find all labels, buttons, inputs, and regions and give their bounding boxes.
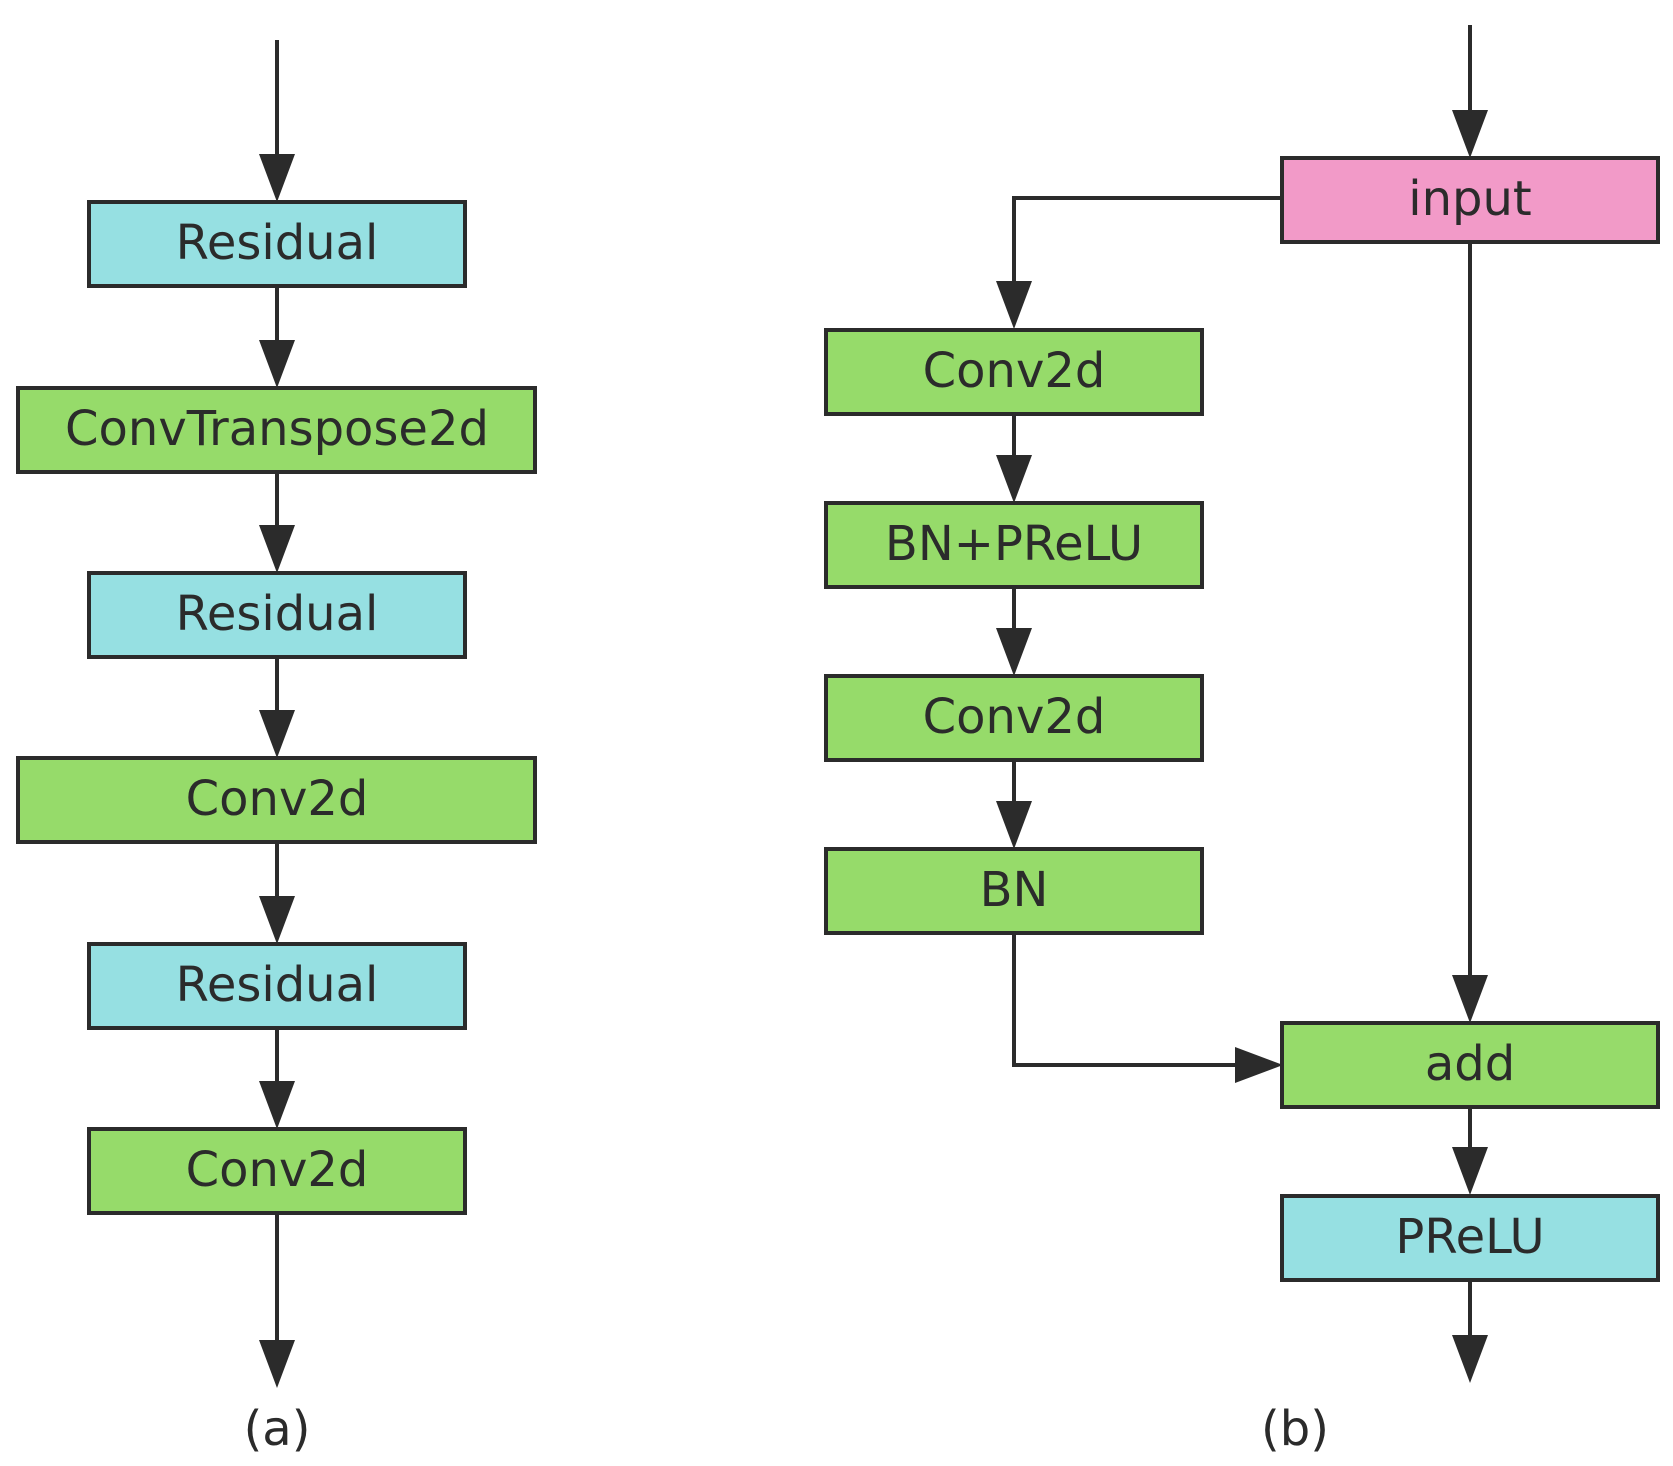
node-a-residual-2-box <box>87 571 467 659</box>
node-a-conv2d-1-label: Conv2d <box>186 771 369 827</box>
node-b-bn-box <box>824 847 1204 935</box>
arrowhead-b-input-conv2d-1 <box>996 281 1032 329</box>
node-b-add-label: add <box>1425 1036 1515 1092</box>
node-b-input-box <box>1280 156 1660 244</box>
node-a-residual-1: Residual <box>87 200 467 288</box>
arrowhead-b-bnprelu-conv2d <box>996 628 1032 676</box>
arrowhead-a-exit <box>259 1340 295 1388</box>
node-b-bn-prelu-label: BN+PReLU <box>885 516 1143 572</box>
arrowhead-b-conv2d-bnprelu <box>996 455 1032 503</box>
node-b-conv2d-2-box <box>824 674 1204 762</box>
node-a-residual-3-box <box>87 942 467 1030</box>
node-a-conv2d-2-label: Conv2d <box>186 1142 369 1198</box>
node-a-conv2d-2-box <box>87 1127 467 1215</box>
arrowhead-b-skip <box>1452 975 1488 1023</box>
arrowhead-a-entry <box>259 154 295 202</box>
diagram-a-nodes: Residual ConvTranspose2d Residual Conv2d… <box>16 200 537 1215</box>
node-b-bn-prelu-box <box>824 501 1204 589</box>
node-b-conv2d-1-box <box>824 328 1204 416</box>
node-b-conv2d-2-label: Conv2d <box>923 689 1106 745</box>
node-a-residual-1-label: Residual <box>176 215 379 271</box>
arrowhead-a-4-5 <box>259 896 295 944</box>
node-a-conv2d-1-box <box>16 756 537 844</box>
node-b-bn-prelu: BN+PReLU <box>824 501 1204 589</box>
node-a-residual-3-label: Residual <box>176 957 379 1013</box>
node-b-input: input <box>1280 156 1660 244</box>
node-b-add-box <box>1280 1021 1660 1109</box>
node-b-prelu-box <box>1280 1194 1660 1282</box>
node-a-residual-1-box <box>87 200 467 288</box>
arrowhead-a-3-4 <box>259 710 295 758</box>
node-a-conv2d-2: Conv2d <box>87 1127 467 1215</box>
node-b-add: add <box>1280 1021 1660 1109</box>
node-b-prelu: PReLU <box>1280 1194 1660 1282</box>
node-a-residual-2-label: Residual <box>176 586 379 642</box>
diagram-a-edges <box>259 40 295 1388</box>
diagram-b-edges <box>996 25 1488 1383</box>
arrowhead-b-add-prelu <box>1452 1147 1488 1195</box>
node-b-conv2d-1-label: Conv2d <box>923 343 1106 399</box>
caption-b: (b) <box>1261 1401 1329 1457</box>
arrowhead-b-entry <box>1452 110 1488 158</box>
arrowhead-a-2-3 <box>259 525 295 573</box>
arrowhead-b-conv2d-bn <box>996 801 1032 849</box>
node-a-convtranspose2d-box <box>16 386 537 474</box>
arrowhead-a-1-2 <box>259 340 295 388</box>
node-b-bn: BN <box>824 847 1204 935</box>
node-a-residual-3: Residual <box>87 942 467 1030</box>
diagram-b-nodes: input Conv2d BN+PReLU Conv2d BN add PReL… <box>824 156 1660 1282</box>
arrowhead-a-5-6 <box>259 1081 295 1129</box>
node-b-bn-label: BN <box>980 862 1049 918</box>
caption-a: (a) <box>244 1401 311 1457</box>
arrowhead-b-bn-add <box>1235 1047 1283 1083</box>
edge-b-bn-add <box>1012 935 1240 1067</box>
node-b-conv2d-1: Conv2d <box>824 328 1204 416</box>
node-b-prelu-label: PReLU <box>1395 1209 1544 1265</box>
node-a-residual-2: Residual <box>87 571 467 659</box>
arrowhead-b-exit <box>1452 1335 1488 1383</box>
node-a-convtranspose2d-label: ConvTranspose2d <box>65 401 489 457</box>
edge-b-input-conv2d-1 <box>1012 196 1282 286</box>
node-a-convtranspose2d: ConvTranspose2d <box>16 386 537 474</box>
node-b-conv2d-2: Conv2d <box>824 674 1204 762</box>
node-a-conv2d-1: Conv2d <box>16 756 537 844</box>
node-b-input-label: input <box>1408 171 1531 227</box>
